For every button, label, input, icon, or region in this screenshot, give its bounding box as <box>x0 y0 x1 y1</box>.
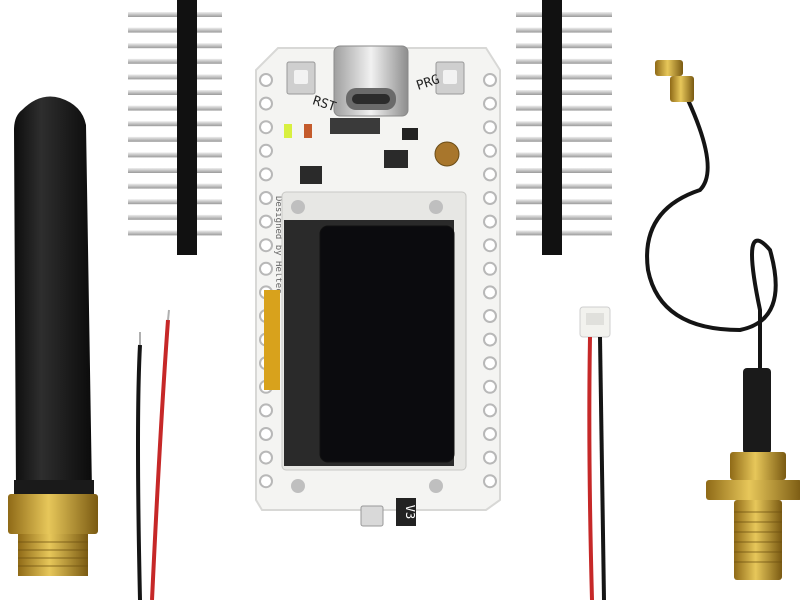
gpio-pad <box>259 96 273 111</box>
gpio-pad <box>483 403 497 418</box>
gpio-pad <box>483 427 497 441</box>
status-led <box>284 124 292 138</box>
header-pin <box>516 152 612 158</box>
header-pin <box>516 214 612 220</box>
header-pin <box>516 27 612 33</box>
header-pin <box>128 58 222 64</box>
header-pin <box>516 105 612 111</box>
gpio-pad <box>259 73 273 87</box>
version-label: V3 <box>403 505 417 519</box>
gpio-pad <box>483 214 497 229</box>
gpio-pad <box>483 238 497 253</box>
header-pin <box>516 168 612 173</box>
ipex-socket <box>360 505 384 527</box>
header-pin <box>128 90 222 95</box>
gpio-pad <box>483 332 497 347</box>
prg-label: PRG <box>415 72 442 94</box>
gpio-pads-right <box>483 73 497 489</box>
vendor-silkscreen: Designed by Heltec <box>273 196 283 294</box>
gpio-pad <box>483 309 497 323</box>
gpio-pad <box>483 261 497 276</box>
gpio-pad <box>483 356 497 371</box>
gpio-pad <box>259 214 273 229</box>
header-pin <box>128 136 222 142</box>
gpio-pad <box>259 403 273 418</box>
oled-screen <box>319 225 455 463</box>
rst-button[interactable] <box>286 61 316 95</box>
header-pin <box>516 121 612 127</box>
jst-battery-connector <box>579 306 611 600</box>
header-pin <box>128 121 222 127</box>
lora-dev-board: RST PRG Designed by Heltec V <box>255 45 501 527</box>
gpio-pad <box>259 474 273 489</box>
version-badge <box>396 498 416 526</box>
header-pin <box>128 199 222 205</box>
header-pin <box>516 12 612 17</box>
gpio-pad <box>483 96 497 111</box>
gpio-pad <box>259 120 273 135</box>
header-pin <box>516 183 612 189</box>
header-pin <box>128 27 222 33</box>
gpio-pad <box>483 191 497 205</box>
header-pin <box>516 199 612 205</box>
ipex-sma-pigtail <box>645 60 800 580</box>
gpio-pad <box>259 427 273 441</box>
battery-wire-left <box>136 309 170 600</box>
ipex-connector <box>655 60 683 76</box>
oled-flex-cable <box>264 290 280 390</box>
header-pin <box>128 214 222 220</box>
prg-button[interactable] <box>435 61 465 95</box>
gpio-pad <box>483 379 497 394</box>
header-pin <box>516 43 612 49</box>
header-pin <box>128 152 222 158</box>
rubber-duck-antenna <box>8 96 98 576</box>
header-pin <box>128 183 222 189</box>
gpio-pad <box>483 285 497 300</box>
header-pin <box>128 168 222 173</box>
oled-display-module <box>264 191 467 493</box>
gpio-pad <box>483 450 497 465</box>
gpio-pad <box>483 474 497 489</box>
header-pin <box>516 90 612 95</box>
pin-header-left <box>128 0 222 255</box>
header-pin <box>128 230 222 236</box>
header-pin <box>516 136 612 142</box>
gpio-pad <box>483 73 497 87</box>
gpio-pad <box>259 167 273 182</box>
rst-label: RST <box>311 94 338 116</box>
header-pin <box>516 74 612 80</box>
header-pin <box>516 58 612 64</box>
gpio-pad <box>483 120 497 135</box>
header-pin <box>128 105 222 111</box>
pin-header-right <box>516 0 612 255</box>
gpio-pad <box>259 191 273 205</box>
header-pin <box>128 12 222 17</box>
header-pin <box>516 230 612 236</box>
gpio-pad <box>483 143 497 158</box>
header-pin <box>128 43 222 49</box>
sma-bulkhead-nut <box>730 452 786 480</box>
battery-crystal <box>434 141 460 167</box>
sma-connector-hex <box>8 494 98 534</box>
usb-c-port <box>333 45 409 117</box>
gpio-pad <box>259 261 273 276</box>
header-pin <box>128 74 222 80</box>
gpio-pad <box>259 450 273 465</box>
gpio-pad <box>483 167 497 182</box>
gpio-pads-left <box>259 73 273 489</box>
gpio-pad <box>259 143 273 158</box>
gpio-pad <box>259 238 273 253</box>
